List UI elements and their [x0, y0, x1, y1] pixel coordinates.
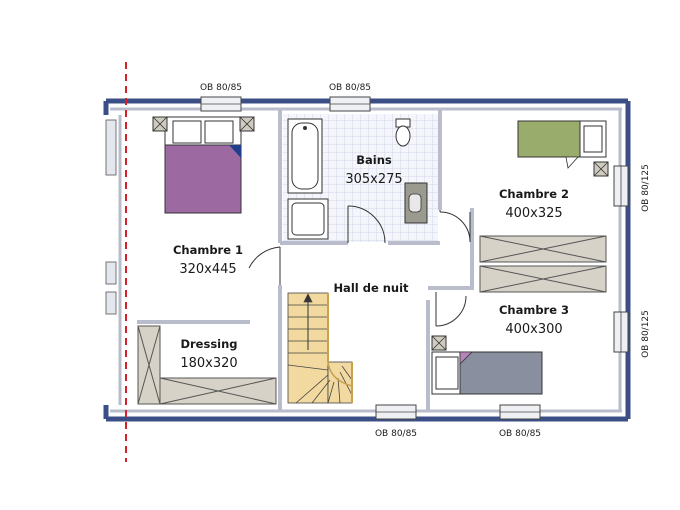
room-name-hall: Hall de nuit	[333, 281, 409, 295]
room-name-chambre3: Chambre 3	[499, 303, 569, 317]
nightstand-right	[239, 116, 255, 132]
bed-chambre3	[431, 351, 543, 395]
door-chambre3[interactable]	[435, 292, 467, 327]
room-name-dressing: Dressing	[180, 337, 237, 351]
wardrobe-chambre3	[479, 265, 607, 293]
window-top-left[interactable]	[200, 96, 242, 112]
window-bottom-mid[interactable]	[375, 404, 417, 420]
window-right-lower[interactable]	[613, 311, 629, 353]
bed-chambre1	[164, 116, 242, 214]
door-chambre2[interactable]	[439, 210, 471, 243]
room-dims-chambre3: 400x300	[505, 322, 562, 337]
toilet	[395, 118, 411, 147]
window-label-right-upper: OB 80/125	[641, 164, 651, 212]
window-label-bottom-mid: OB 80/85	[375, 429, 417, 439]
room-name-bains: Bains	[356, 153, 392, 167]
bathtub	[287, 118, 323, 194]
room-name-chambre1: Chambre 1	[173, 243, 243, 257]
shower	[287, 198, 329, 240]
bed-chambre2	[517, 120, 607, 169]
door-bathroom[interactable]	[347, 205, 386, 244]
window-right-upper[interactable]	[613, 165, 629, 207]
nightstand-chambre2	[593, 161, 609, 177]
washbasin	[404, 182, 428, 224]
window-label-top-left: OB 80/85	[200, 83, 242, 93]
room-dims-bains: 305x275	[345, 172, 402, 187]
room-dims-chambre1: 320x445	[179, 262, 236, 277]
window-label-bottom-right: OB 80/85	[499, 429, 541, 439]
door-chambre1[interactable]	[248, 246, 281, 285]
window-label-top-mid: OB 80/85	[329, 83, 371, 93]
room-dims-dressing: 180x320	[180, 356, 237, 371]
window-top-mid[interactable]	[329, 96, 371, 112]
staircase	[287, 292, 353, 404]
room-name-chambre2: Chambre 2	[499, 187, 569, 201]
dressing-storage	[137, 325, 277, 405]
window-bottom-right[interactable]	[499, 404, 541, 420]
interior-walls	[137, 109, 474, 411]
wardrobe-chambre2	[479, 235, 607, 263]
nightstand-chambre3	[431, 335, 447, 351]
left-window-fragments	[105, 119, 117, 315]
window-label-right-lower: OB 80/125	[641, 310, 651, 358]
nightstand-left	[152, 116, 168, 132]
room-dims-chambre2: 400x325	[505, 206, 562, 221]
